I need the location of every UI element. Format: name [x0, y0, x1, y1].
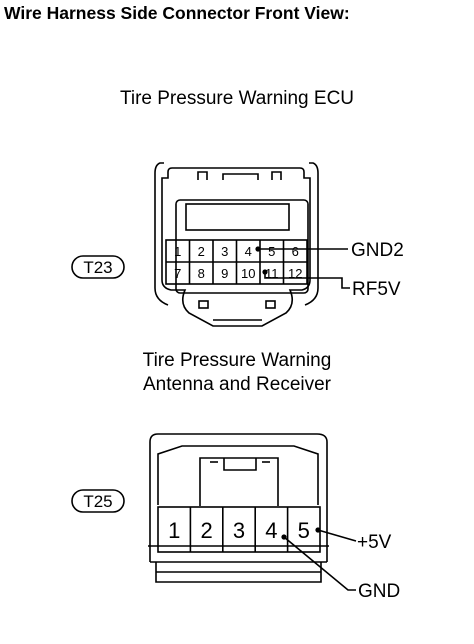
plus5v-pin-dot	[315, 527, 321, 533]
ecu-pin-grid	[165, 239, 308, 285]
ecu-code-label: T23	[83, 258, 112, 277]
ecu-pin-label: 4	[245, 244, 252, 259]
antenna-pin-label: 5	[298, 518, 310, 543]
antenna-title-line1: Tire Pressure Warning	[142, 350, 332, 371]
ecu-pin-label: 1	[174, 244, 181, 259]
gnd2-pin-dot	[255, 246, 261, 252]
ecu-pin-label: 2	[198, 244, 205, 259]
ecu-pin-label: 9	[221, 266, 228, 281]
antenna-connector-housing	[148, 433, 329, 583]
ecu-pin-label: 11	[265, 266, 279, 281]
page-title: Wire Harness Side Connector Front View:	[4, 3, 350, 23]
antenna-pin-label: 3	[233, 518, 245, 543]
ecu-pin-label: 8	[198, 266, 205, 281]
gnd-leader-line	[283, 536, 356, 591]
plus5v-leader-line	[317, 529, 357, 542]
rf5v-pin-dot	[262, 269, 268, 275]
ecu-pin-label: 12	[288, 266, 302, 281]
gnd-label: GND	[358, 581, 400, 602]
antenna-pin-grid	[157, 506, 321, 553]
gnd-pin-dot	[281, 534, 287, 540]
antenna-code-label: T25	[83, 492, 112, 511]
ecu-pin-label: 10	[241, 266, 255, 281]
gnd2-label: GND2	[351, 240, 404, 261]
ecu-pin-label: 3	[221, 244, 228, 259]
antenna-pin-label: 1	[168, 518, 180, 543]
antenna-pin-label: 4	[265, 518, 277, 543]
ecu-connector-title: Tire Pressure Warning ECU	[119, 88, 355, 109]
ecu-pin-label: 7	[174, 266, 181, 281]
antenna-pin-label: 2	[200, 518, 212, 543]
antenna-connector-title: Tire Pressure Warning Antenna and Receiv…	[0, 349, 474, 397]
rf5v-leader-line	[264, 272, 350, 289]
ecu-code-bubble	[71, 255, 125, 279]
ecu-pin-label: 6	[292, 244, 299, 259]
antenna-code-bubble	[71, 489, 125, 513]
ecu-connector-housing	[154, 162, 319, 327]
ecu-pin-label: 5	[268, 244, 275, 259]
plus5v-label: +5V	[357, 532, 392, 553]
rf5v-label: RF5V	[352, 279, 401, 300]
antenna-title-line2: Antenna and Receiver	[142, 374, 331, 395]
